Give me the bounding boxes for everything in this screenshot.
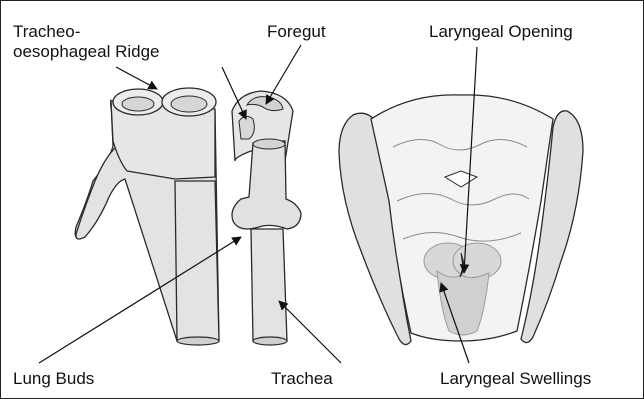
label-laryngeal-opening: Laryngeal Opening: [429, 22, 573, 42]
label-trachea: Trachea: [271, 369, 333, 389]
arrow-foregut: [266, 45, 301, 104]
pharyngeal-floor: [339, 95, 583, 345]
label-lung-buds: Lung Buds: [13, 369, 94, 389]
label-foregut: Foregut: [267, 22, 326, 42]
arrow-tracheo-ridge: [116, 67, 157, 89]
label-laryngeal-swellings: Laryngeal Swellings: [440, 369, 591, 389]
middle-tube: [232, 91, 301, 345]
label-tracheo-line2: oesophageal Ridge: [13, 42, 160, 62]
label-tracheo-line1: Tracheo-: [13, 22, 80, 41]
arrow-trachea: [279, 301, 341, 363]
left-foregut-tube: [75, 88, 219, 345]
label-tracheo-oesophageal-ridge: Tracheo- oesophageal Ridge: [13, 22, 160, 62]
